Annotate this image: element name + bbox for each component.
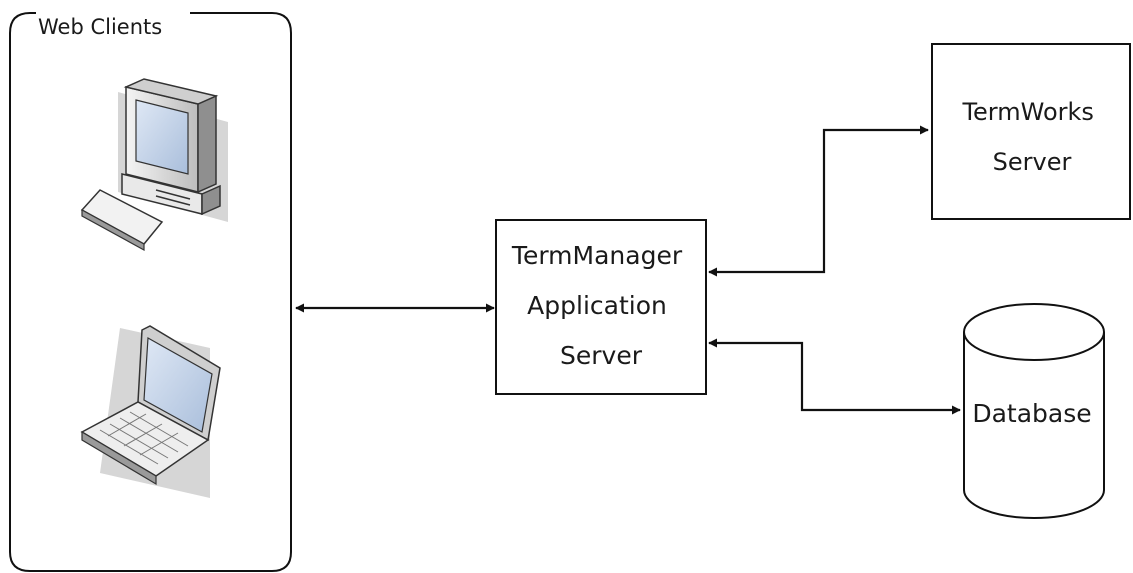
svg-text:TermWorks Server: TermWorks Server bbox=[961, 98, 1101, 176]
termworks-line-1: TermWorks bbox=[961, 98, 1093, 126]
svg-text:TermManager Application: TermManager Application Server bbox=[511, 241, 690, 370]
laptop-icon bbox=[80, 325, 221, 498]
app-server-line-2: Application bbox=[527, 291, 667, 320]
app-server-line-3: Server bbox=[560, 341, 643, 370]
web-clients-label: Web Clients bbox=[38, 15, 162, 39]
database-cylinder-icon: Database bbox=[963, 303, 1105, 519]
termworks-line-2: Server bbox=[993, 148, 1072, 176]
web-clients-group: Web Clients bbox=[9, 12, 292, 572]
database-label: Database bbox=[972, 399, 1091, 428]
termmanager-app-server-box: TermManager Application Server bbox=[495, 219, 707, 395]
desktop-computer-icon bbox=[80, 78, 228, 252]
app-server-line-1: TermManager bbox=[511, 241, 683, 270]
app-database-connector bbox=[708, 338, 961, 415]
termworks-server-box: TermWorks Server bbox=[931, 43, 1131, 220]
web-clients-border bbox=[9, 12, 292, 572]
app-termworks-connector bbox=[708, 125, 929, 277]
